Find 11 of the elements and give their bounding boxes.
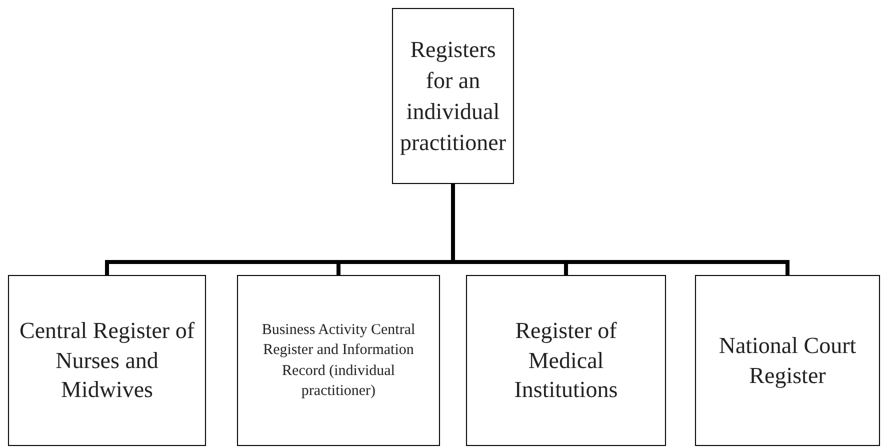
register-box (695, 275, 880, 446)
box-label: Register of Medical Institutions (513, 316, 619, 404)
register-box (237, 275, 440, 446)
register-box (8, 275, 206, 446)
connector-line (451, 184, 790, 275)
register-box (392, 8, 514, 184)
box-label: Central Register of Nurses and Midwives (18, 316, 196, 404)
box-label: Business Activity Central Register and Information Record (individual practitioner) (260, 321, 416, 401)
box-label: Registers for an individual practitioner (398, 36, 507, 158)
box-label: National Court Register (718, 332, 858, 390)
register-box (466, 275, 666, 446)
